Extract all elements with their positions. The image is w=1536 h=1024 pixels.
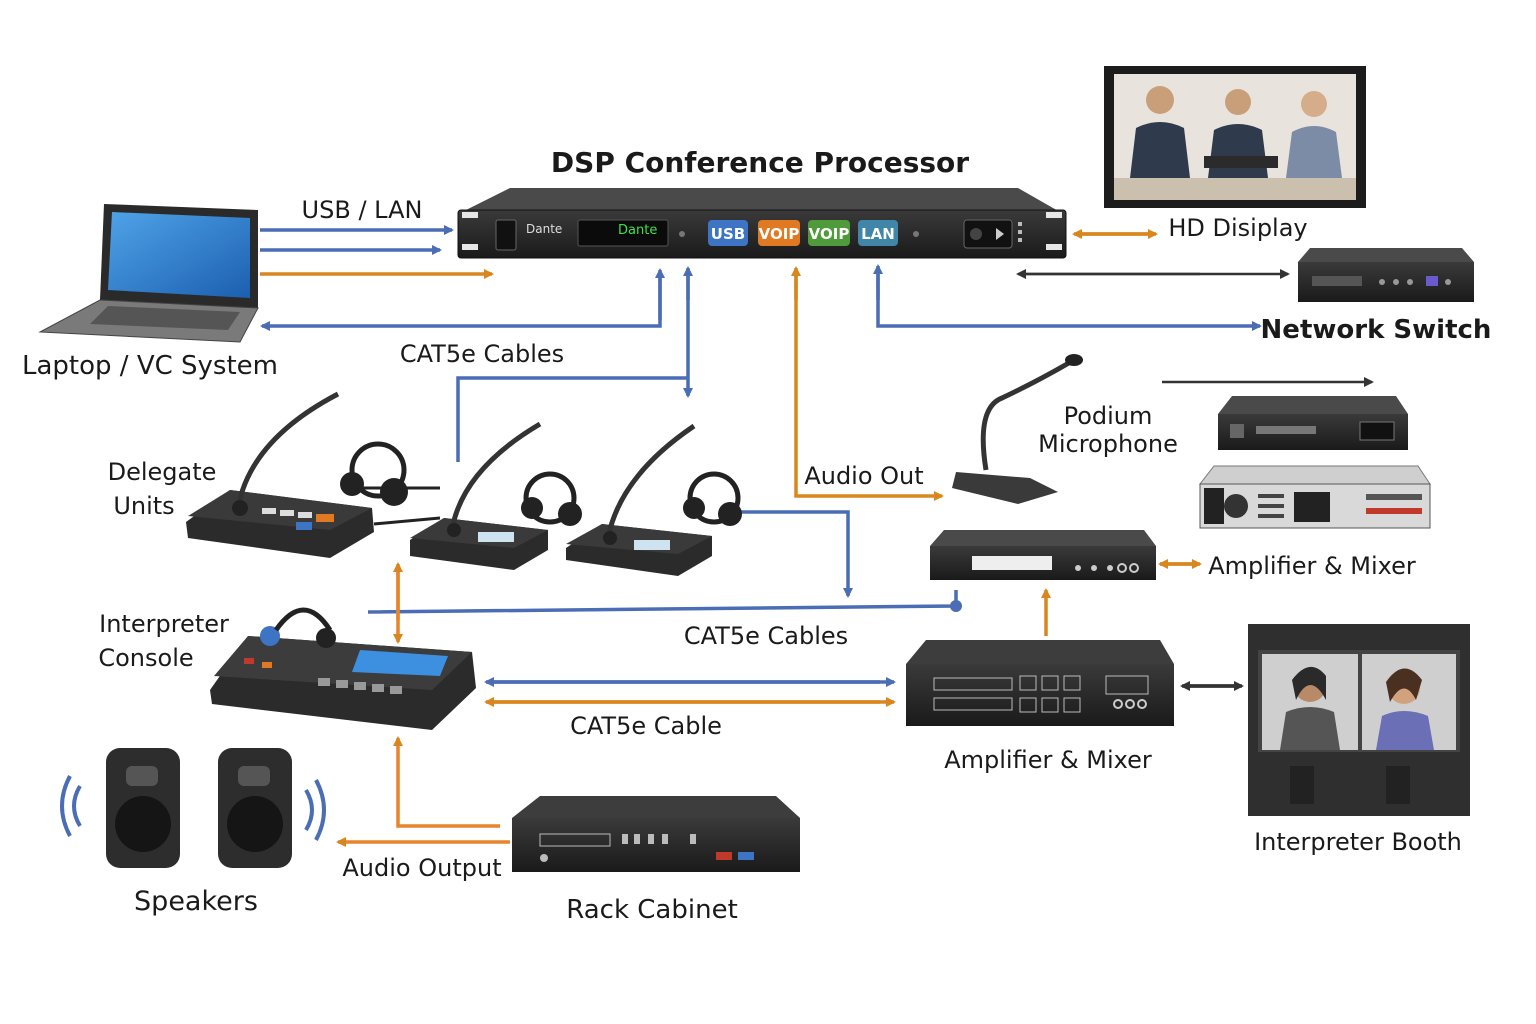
audio-out-line [794,270,944,501]
delegate-label-1: Delegate [108,458,217,486]
delegate-label-2: Units [113,492,174,520]
cat5e-top-label: CAT5e Cables [400,340,564,368]
network-switch-icon [1298,248,1474,302]
amplifier-top-icon [1218,396,1408,450]
voip-button-orange[interactable]: VOIP [758,220,800,246]
podium-mic-label-1: Podium [1064,402,1153,430]
dante-badge: Dante [526,222,562,236]
cat5e-delegate-line [456,376,688,462]
voip-button-orange-label: VOIP [759,225,800,243]
delegate-to-cat5e [740,510,853,598]
interpreter-console-label-2: Console [98,644,193,672]
cat5e-cable-label: CAT5e Cable [570,712,722,740]
delegate-units-icon [186,391,742,576]
voip-button-green-label: VOIP [809,225,850,243]
usb-lan-label: USB / LAN [302,196,423,224]
laptop-label: Laptop / VC System [22,351,278,381]
processor-to-laptop-line [260,272,662,331]
interpreter-booth-label: Interpreter Booth [1254,828,1462,856]
delegate-chain-2 [373,516,441,526]
hd-display-label: HD Disiplay [1168,214,1307,242]
rack-console-line [393,736,500,828]
audio-out-label: Audio Out [804,462,923,490]
interpreter-booth-icon [1248,624,1470,816]
lan-button-label: LAN [861,225,895,243]
processor-display: Dante [618,223,657,238]
voip-button-green[interactable]: VOIP [808,220,850,246]
connections [260,225,1374,847]
speakers-label: Speakers [134,886,258,917]
diagram-title: DSP Conference Processor [551,146,969,179]
amp-mixer-right-label: Amplifier & Mixer [1208,552,1416,580]
mixer-unit-icon [930,530,1156,580]
laptop-icon [38,204,259,343]
network-switch-label: Network Switch [1261,315,1492,345]
usb-button-label: USB [711,225,745,243]
lan-button[interactable]: LAN [858,220,898,246]
audio-output-label: Audio Output [342,854,501,882]
cat5e-mid-line [367,590,958,614]
rack-cabinet-label: Rack Cabinet [566,895,738,925]
amp-mixer-center-label: Amplifier & Mixer [944,746,1152,774]
rack-cabinet-icon [512,796,800,872]
cat5e-mid-label: CAT5e Cables [684,622,848,650]
dsp-processor: Dante Dante USB VOIP VOIP LAN [457,188,1067,259]
labels: DSP Conference Processor USB / LAN Lapto… [22,146,1491,925]
podium-mic-label-2: Microphone [1038,430,1178,458]
amplifier-mixer-silver-icon [1198,465,1431,529]
lan-switch-line [876,268,1262,331]
speakers-icon [60,748,326,868]
interpreter-console-label-1: Interpreter [99,610,229,638]
hd-display-icon [1104,66,1366,208]
podium-microphone-icon [952,354,1083,504]
amplifier-mixer-center-icon [906,640,1174,726]
usb-button[interactable]: USB [708,220,748,246]
interpreter-console-icon [210,607,476,730]
